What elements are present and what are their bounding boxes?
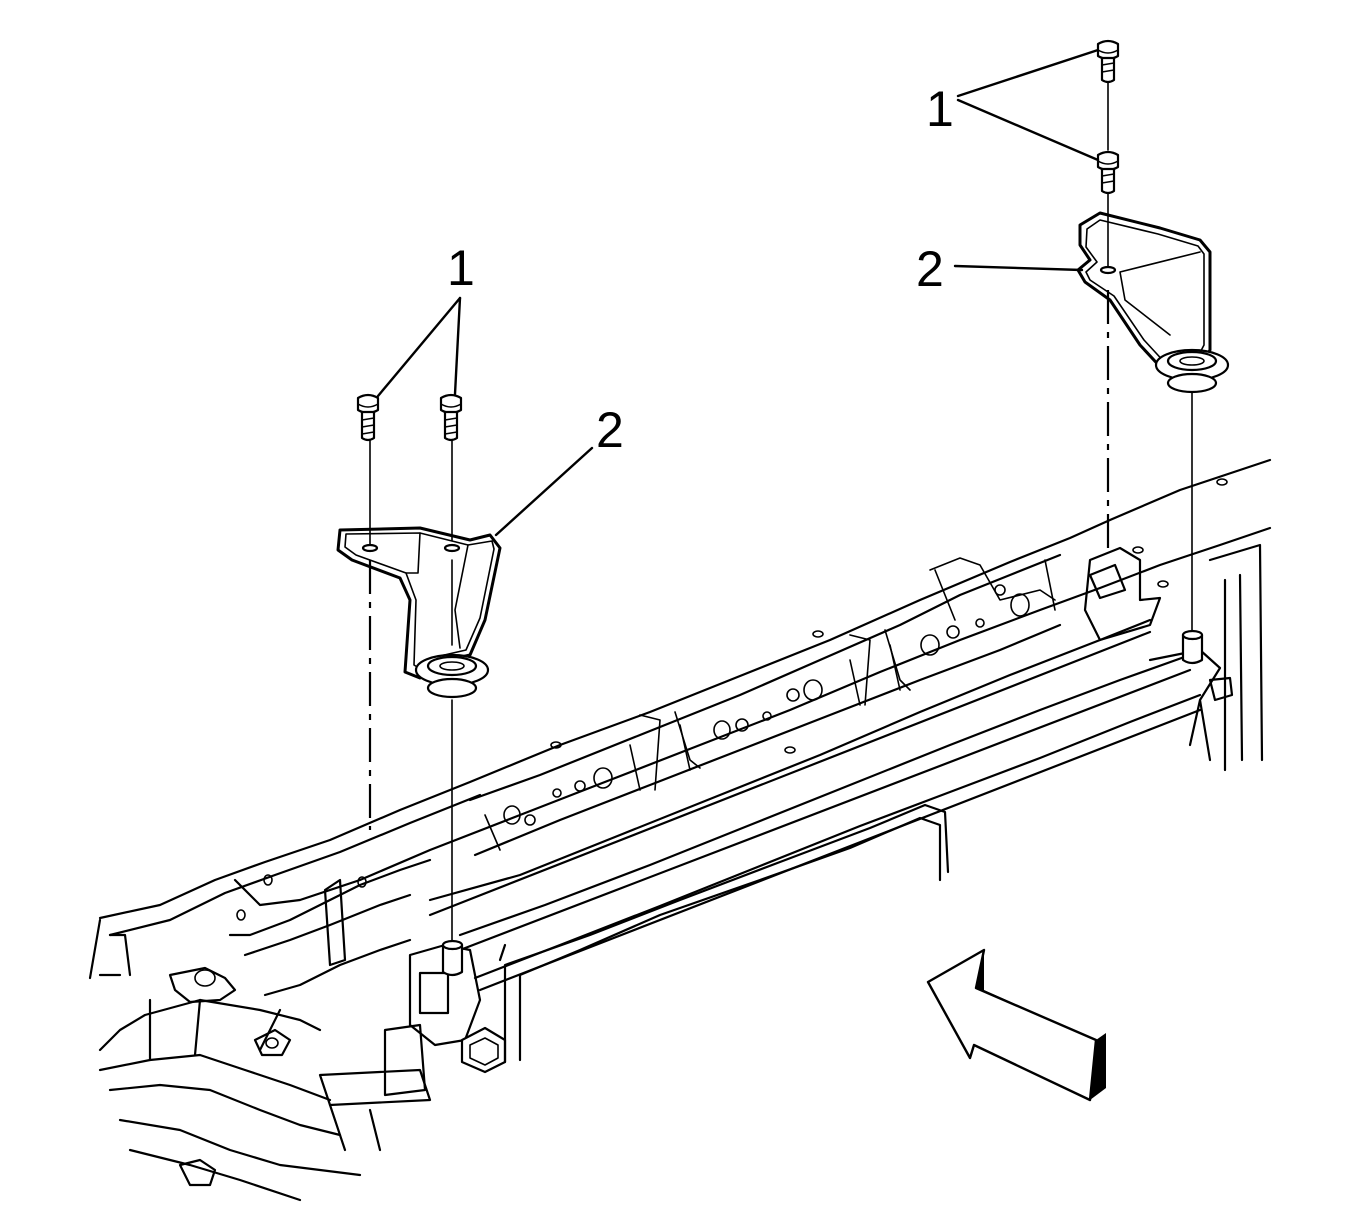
bolt-right-b bbox=[1096, 150, 1120, 195]
front-direction-arrow-icon bbox=[926, 948, 1106, 1102]
radiator-support bbox=[88, 458, 1272, 1202]
bracket-left bbox=[336, 526, 502, 699]
alignment-lines bbox=[368, 77, 1193, 941]
callout-bracket-left: 2 bbox=[596, 402, 624, 458]
leader-lines bbox=[376, 48, 1100, 537]
stud-right bbox=[1181, 629, 1204, 665]
callout-bolt-left: 1 bbox=[447, 240, 475, 296]
callout-bracket-right: 2 bbox=[916, 241, 944, 297]
callout-bolt-right: 1 bbox=[926, 81, 954, 137]
bolt-left-b bbox=[439, 393, 463, 442]
bolt-head-lower bbox=[460, 1026, 507, 1074]
bracket-right bbox=[1076, 211, 1230, 394]
stud-left bbox=[441, 939, 464, 977]
rail-holes bbox=[236, 478, 1228, 921]
bolt-left-a bbox=[356, 393, 380, 442]
bolt-right-a bbox=[1096, 39, 1120, 84]
